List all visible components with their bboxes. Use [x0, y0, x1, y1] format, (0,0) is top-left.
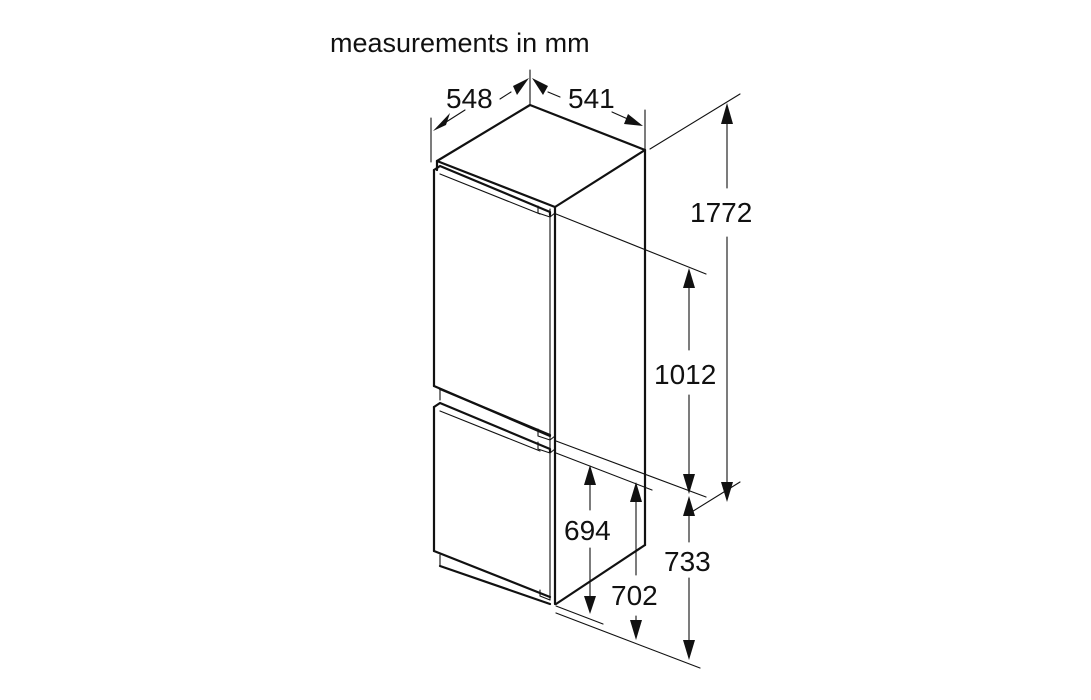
lower-total-height-label: 733 — [664, 546, 711, 577]
measurements-title: measurements in mm — [330, 28, 590, 58]
dimension-upper-height: 1012 — [555, 213, 716, 516]
dimension-lower-total-height: 733 — [555, 515, 711, 669]
depth-label: 548 — [446, 83, 493, 114]
upper-height-label: 1012 — [654, 359, 716, 390]
dimension-lower-body-height: 702 — [611, 482, 658, 640]
dimension-width: 541 — [532, 78, 646, 151]
lower-body-height-label: 702 — [611, 580, 658, 611]
fridge-body — [435, 103, 647, 606]
dimension-total-height: 1772 — [649, 93, 752, 514]
lower-door-height-label: 694 — [564, 515, 611, 546]
dimension-depth: 548 — [430, 69, 531, 163]
door-gap — [438, 387, 552, 437]
upper-door — [432, 164, 556, 438]
lower-door — [432, 401, 556, 606]
total-height-label: 1772 — [690, 197, 752, 228]
width-label: 541 — [568, 83, 615, 114]
